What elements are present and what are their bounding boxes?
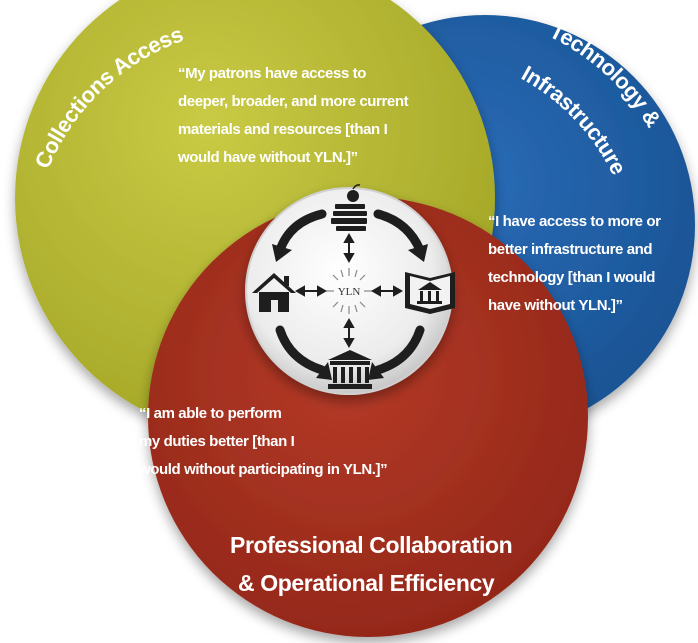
technology-quote-line: better infrastructure and <box>488 241 652 258</box>
school-books-apple-icon <box>331 184 367 231</box>
professional-quote-line: would without participating in YLN.]” <box>138 461 387 478</box>
library-book-icon <box>405 272 455 314</box>
cycle-arrow-bottom-left <box>275 325 327 375</box>
collections-quote-line: deeper, broader, and more current <box>178 93 409 110</box>
cycle-arrow-bottom-right <box>373 325 425 375</box>
technology-quote-line: “I have access to more or <box>488 213 661 230</box>
cycle-arrows <box>275 209 425 375</box>
professional-title-line2: & Operational Efficiency <box>238 570 495 596</box>
technology-quote: “I have access to more or better infrast… <box>488 213 662 314</box>
collections-quote-line: “My patrons have access to <box>178 65 366 82</box>
professional-quote-line: “I am able to perform <box>139 405 282 422</box>
arrowhead <box>272 244 292 262</box>
professional-quote-line: my duties better [than I <box>139 433 295 450</box>
arrowhead <box>368 362 384 380</box>
collections-quote: “My patrons have access to deeper, broad… <box>177 65 409 166</box>
center-label: YLN <box>338 286 361 298</box>
sunburst-icon <box>326 268 372 314</box>
technology-quote-line: have without YLN.]” <box>488 297 623 314</box>
arrowhead <box>316 362 332 380</box>
cycle-arrow-top-left <box>275 209 327 255</box>
connector-arrows <box>294 232 404 349</box>
technology-quote-line: technology [than I would <box>488 269 655 286</box>
cycle-arrow-top-right <box>373 209 425 255</box>
courthouse-icon <box>328 350 372 389</box>
arrowhead <box>408 244 428 262</box>
professional-title-line1: Professional Collaboration <box>230 532 512 558</box>
cycle-arrowheads <box>272 244 428 380</box>
professional-quote: “I am able to perform my duties better [… <box>138 405 388 478</box>
collections-quote-line: would have without YLN.]” <box>177 149 358 166</box>
home-icon <box>252 273 296 312</box>
collections-quote-line: materials and resources [than I <box>178 121 388 138</box>
professional-title: Professional Collaboration & Operational… <box>230 532 513 596</box>
